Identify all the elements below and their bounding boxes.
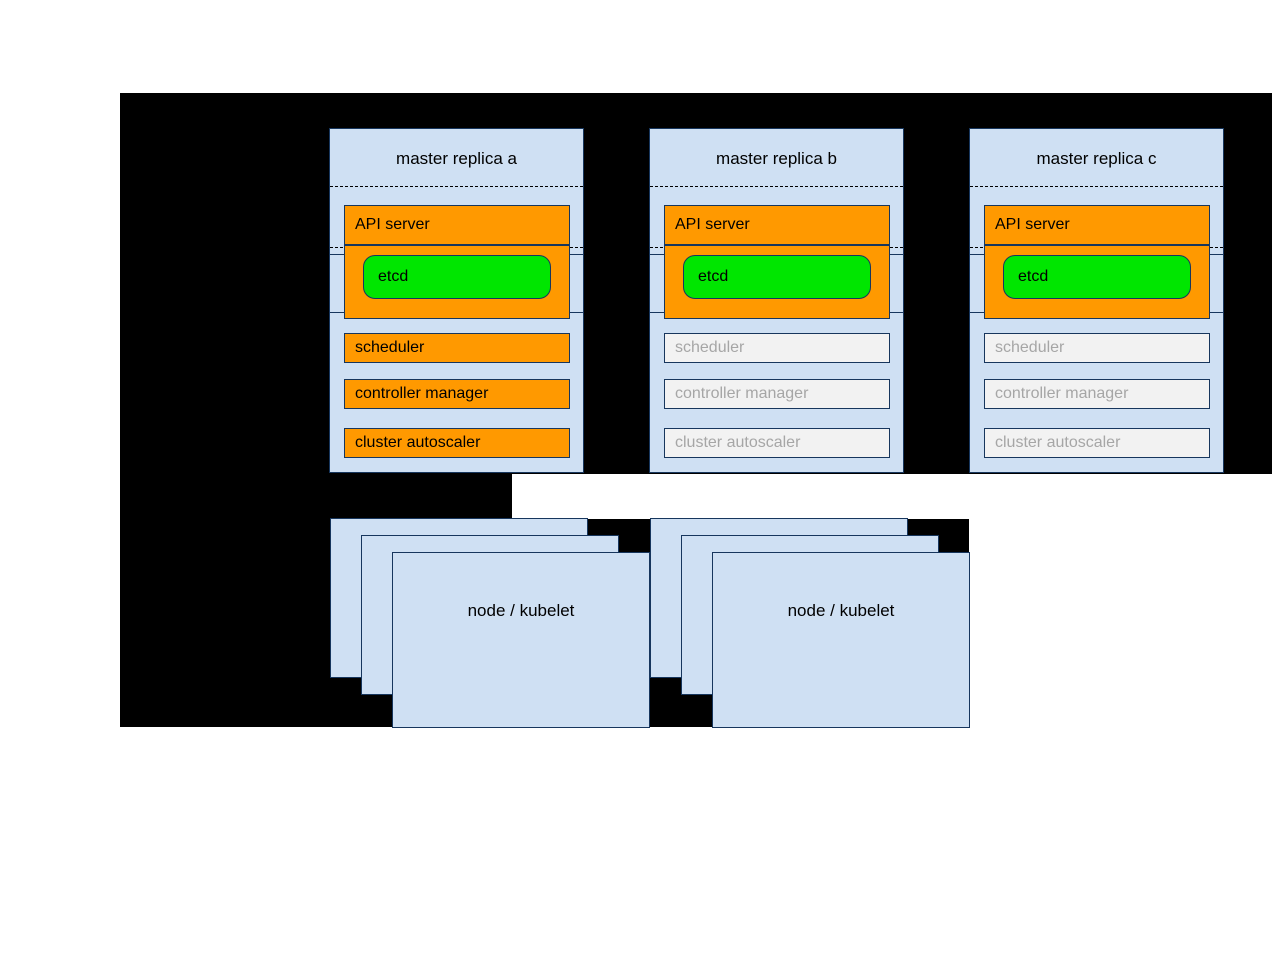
component-label: cluster autoscaler <box>995 434 1121 451</box>
master-replica-panel-b[interactable]: master replica b API server etcd schedul… <box>649 128 904 473</box>
divider-dashed-top-c <box>970 186 1223 187</box>
master-replica-panel-a[interactable]: master replica a API server etcd schedul… <box>329 128 584 473</box>
component-scheduler-c[interactable]: scheduler <box>984 333 1210 363</box>
component-scheduler-a[interactable]: scheduler <box>344 333 570 363</box>
component-cluster-autoscaler-a[interactable]: cluster autoscaler <box>344 428 570 458</box>
component-label: API server <box>995 216 1070 233</box>
component-label: etcd <box>1018 268 1049 285</box>
component-label: scheduler <box>675 339 745 356</box>
component-label: scheduler <box>995 339 1065 356</box>
master-replica-title-b: master replica b <box>716 149 837 168</box>
component-api-server-a[interactable]: API server <box>344 205 570 245</box>
node-kubelet-label-1: node / kubelet <box>467 601 575 620</box>
master-replica-title-c: master replica c <box>1036 149 1157 168</box>
component-label: controller manager <box>675 385 809 402</box>
component-label: etcd <box>378 268 409 285</box>
component-label: etcd <box>698 268 729 285</box>
component-cluster-autoscaler-b[interactable]: cluster autoscaler <box>664 428 890 458</box>
component-controller-manager-a[interactable]: controller manager <box>344 379 570 409</box>
component-label: controller manager <box>995 385 1129 402</box>
component-etcd-a[interactable]: etcd <box>363 255 551 299</box>
component-label: scheduler <box>355 339 425 356</box>
component-api-server-b[interactable]: API server <box>664 205 890 245</box>
node-kubelet-label-2: node / kubelet <box>787 601 895 620</box>
node-stack-front-1[interactable]: node / kubelet <box>392 552 650 728</box>
node-stack-front-2[interactable]: node / kubelet <box>712 552 970 728</box>
component-label: API server <box>675 216 750 233</box>
component-cluster-autoscaler-c[interactable]: cluster autoscaler <box>984 428 1210 458</box>
component-label: controller manager <box>355 385 489 402</box>
divider-dashed-top-a <box>330 186 583 187</box>
component-label: cluster autoscaler <box>675 434 801 451</box>
master-replica-panel-c[interactable]: master replica c API server etcd schedul… <box>969 128 1224 473</box>
backdrop-left-notch <box>120 474 512 519</box>
divider-dashed-top-b <box>650 186 903 187</box>
component-label: cluster autoscaler <box>355 434 481 451</box>
component-controller-manager-b[interactable]: controller manager <box>664 379 890 409</box>
component-controller-manager-c[interactable]: controller manager <box>984 379 1210 409</box>
component-etcd-c[interactable]: etcd <box>1003 255 1191 299</box>
component-scheduler-b[interactable]: scheduler <box>664 333 890 363</box>
component-api-server-c[interactable]: API server <box>984 205 1210 245</box>
master-replica-title-a: master replica a <box>396 149 517 168</box>
component-etcd-b[interactable]: etcd <box>683 255 871 299</box>
component-label: API server <box>355 216 430 233</box>
